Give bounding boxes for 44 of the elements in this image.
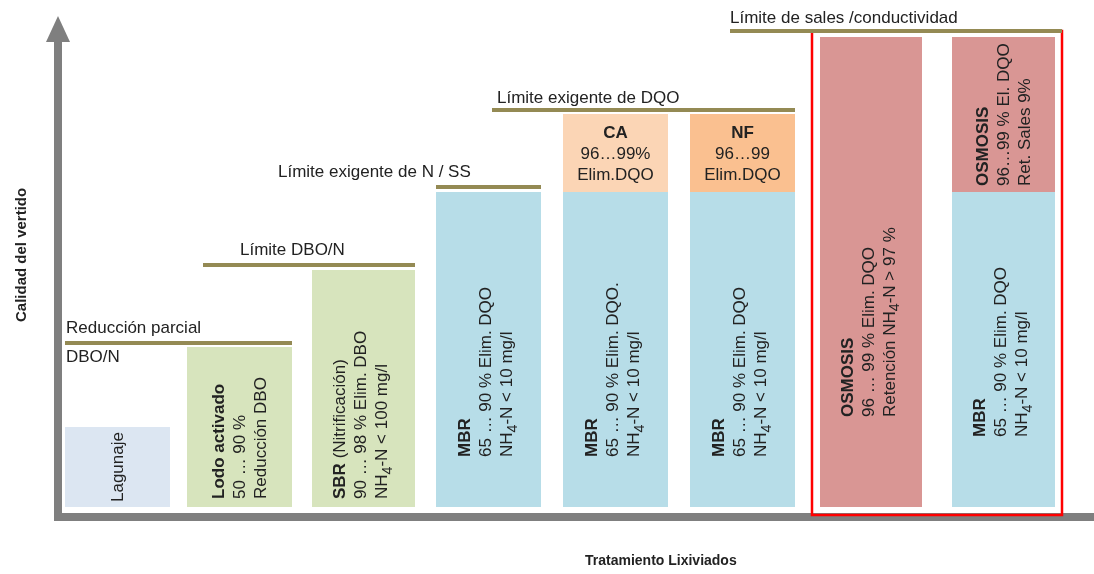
process-bar bbox=[820, 37, 922, 507]
spec-text: Ret. Sales 9% bbox=[1014, 77, 1035, 186]
process-bar bbox=[187, 347, 292, 507]
process-name: OSMOSIS bbox=[972, 105, 993, 186]
process-bar bbox=[563, 192, 668, 507]
process-name: MBR bbox=[454, 417, 476, 457]
process-bar bbox=[690, 114, 795, 192]
axis-title: Tratamiento Lixiviados bbox=[585, 552, 737, 568]
spec-text: Elim.DQO bbox=[577, 163, 654, 185]
process-name: NF bbox=[731, 121, 754, 143]
process-bar bbox=[65, 427, 170, 507]
process-name: CA bbox=[603, 121, 628, 143]
limit-label: Límite exigente de DQO bbox=[497, 88, 680, 108]
process-bar bbox=[690, 192, 795, 507]
limit-label: Reducción parcial bbox=[66, 318, 202, 338]
limit-label: Límite exigente de N / SS bbox=[278, 162, 471, 182]
spec-text: Elim.DQO bbox=[704, 163, 781, 185]
process-bar bbox=[563, 114, 668, 192]
process-name: Lodo activado bbox=[208, 382, 229, 499]
process-bar bbox=[952, 37, 1055, 192]
process-name: OSMOSIS bbox=[836, 336, 858, 417]
process-bar bbox=[436, 192, 541, 507]
process-bar bbox=[312, 270, 415, 507]
spec-text: 96…99 % El. DQO bbox=[993, 42, 1014, 186]
spec-text: 96 … 99 % Elim. DQO bbox=[857, 245, 879, 417]
process-name: MBR bbox=[708, 417, 730, 457]
process-name: MBR bbox=[969, 397, 991, 437]
spec-text: 65 … 90 % Elim. DQO bbox=[475, 285, 497, 457]
limit-label: Límite de sales /conductividad bbox=[730, 8, 958, 28]
spec-text: 90 … 98 % Elim. DBO bbox=[350, 329, 372, 499]
spec-text: 65 … 90 % Elim. DQO bbox=[729, 285, 751, 457]
spec-text: 50 … 90 % bbox=[229, 413, 250, 499]
axis-title: Calidad del vertido bbox=[12, 186, 29, 325]
spec-text: 65 … 90 % Elim. DQO bbox=[990, 265, 1012, 437]
spec-text: 65 … 90 % Elim. DQO. bbox=[602, 281, 624, 457]
spec-text: Reducción DBO bbox=[250, 376, 271, 499]
limit-label: DBO/N bbox=[66, 347, 120, 367]
limit-label: Límite DBO/N bbox=[240, 240, 345, 260]
spec-text: 96…99 bbox=[715, 142, 770, 164]
process-bar bbox=[952, 192, 1055, 507]
spec-text: 96…99% bbox=[580, 142, 651, 164]
process-name: MBR bbox=[581, 417, 603, 457]
process-name: Lagunaje bbox=[107, 431, 128, 504]
process-name: SBR (Nitrificación) bbox=[329, 358, 351, 499]
